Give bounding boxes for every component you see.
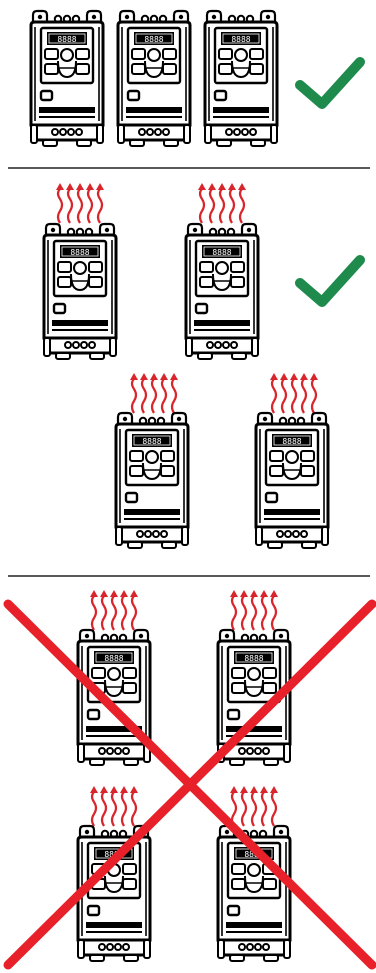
drive-unit-2 [186, 224, 258, 359]
drive-unit-2 [118, 11, 190, 146]
heat-arrows-icon [90, 590, 138, 630]
drive-unit-3 [78, 826, 150, 961]
drive-unit-3 [116, 413, 188, 548]
heat-arrows-icon [270, 373, 318, 413]
heat-arrows-icon [56, 183, 104, 223]
drive-unit-1 [78, 630, 150, 765]
section-side-by-side [31, 11, 360, 146]
heat-arrows-icon [230, 590, 278, 630]
drive-unit-3 [205, 11, 277, 146]
section-stacked [8, 590, 372, 965]
check-icon [300, 62, 360, 104]
heat-arrows-icon [198, 183, 246, 223]
drive-unit-4 [256, 413, 328, 548]
drive-unit-1 [44, 224, 116, 359]
check-icon [300, 260, 360, 302]
heat-arrows-icon [130, 373, 178, 413]
heat-arrows-icon [230, 786, 278, 826]
cross-icon [8, 604, 372, 965]
section-staggered [44, 183, 360, 548]
drive-unit-1 [31, 11, 103, 146]
heat-arrows-icon [90, 786, 138, 826]
